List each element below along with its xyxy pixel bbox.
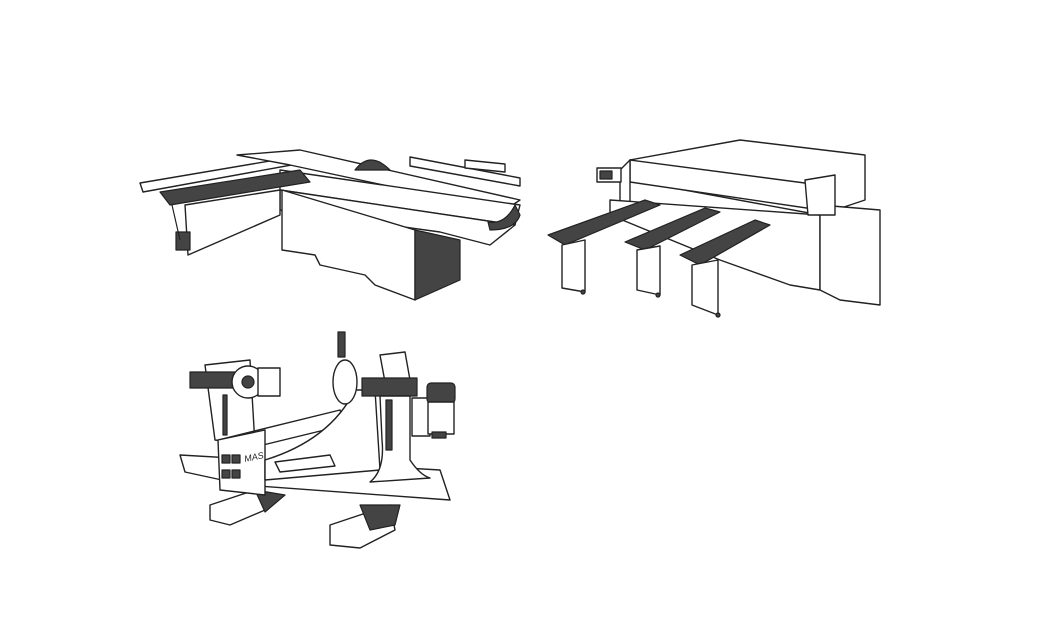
mas-logo: MAS (243, 450, 264, 464)
double-end-miter-saw-illustration: MAS (179, 331, 456, 549)
sliding-table-saw-illustration (139, 149, 521, 301)
panel-beam-saw-illustration (547, 139, 881, 318)
